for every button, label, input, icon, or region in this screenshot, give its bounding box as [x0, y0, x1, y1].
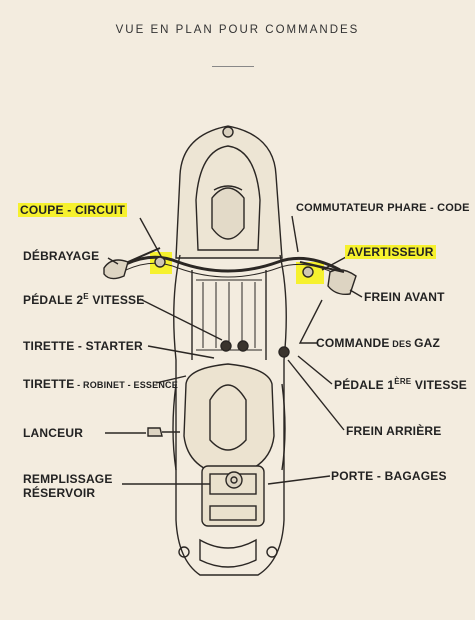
- page-title: VUE EN PLAN POUR COMMANDES: [115, 24, 360, 36]
- label-remplissage: REMPLISSAGE: [23, 472, 113, 486]
- left-grip: [103, 259, 129, 280]
- label-lanceur: LANCEUR: [23, 426, 84, 440]
- title-rule: [212, 66, 254, 67]
- floorboard: [196, 279, 262, 351]
- pedale2-text-b: VITESSE: [88, 293, 145, 307]
- label-commande-des-gaz: COMMANDE DES GAZ: [316, 336, 440, 350]
- tirette-robinet-b: - ROBINET - ESSENCE: [74, 380, 178, 390]
- avertisseur-text: AVERTISSEUR: [345, 245, 436, 259]
- fuel-cap: [225, 471, 243, 489]
- label-pedale-1ere-vitesse: PÉDALE 1ÈRE VITESSE: [334, 377, 467, 392]
- pedale2-text-a: PÉDALE 2: [23, 293, 84, 307]
- rear-brake-pedal: [278, 346, 290, 358]
- commande-a: COMMANDE: [316, 336, 390, 350]
- brake-lever: [299, 261, 345, 273]
- kick-starter: [147, 427, 163, 437]
- label-tirette-robinet-essence: TIRETTE - ROBINET - ESSENCE: [23, 377, 178, 391]
- coupe-circuit-text: COUPE - CIRCUIT: [18, 203, 127, 217]
- seat-tank: [183, 363, 275, 477]
- label-coupe-circuit: COUPE - CIRCUIT: [18, 203, 127, 217]
- label-frein-avant: FREIN AVANT: [364, 290, 445, 304]
- label-debrayage: DÉBRAYAGE: [23, 249, 100, 263]
- first-gear-pedal: [237, 340, 249, 352]
- pedale1-text-b: VITESSE: [411, 378, 467, 392]
- commande-c: GAZ: [414, 336, 441, 350]
- label-avertisseur: AVERTISSEUR: [345, 245, 436, 259]
- clutch-lever: [127, 247, 161, 263]
- label-porte-bagages: PORTE - BAGAGES: [331, 469, 447, 483]
- rear-tail: [199, 538, 257, 568]
- headlight: [211, 187, 245, 240]
- tirette-robinet-a: TIRETTE: [23, 377, 75, 391]
- handlebar: [117, 255, 341, 273]
- label-reservoir: RÉSERVOIR: [23, 486, 96, 500]
- body-frame: [173, 254, 287, 576]
- second-gear-pedal: [220, 340, 232, 352]
- luggage-rack: [201, 465, 265, 527]
- pedale1-text-a: PÉDALE 1: [334, 378, 395, 392]
- label-pedale-2e-vitesse: PÉDALE 2E VITESSE: [23, 292, 144, 307]
- label-tirette-starter: TIRETTE - STARTER: [23, 339, 143, 353]
- leader-lines: [105, 215, 363, 485]
- label-commutateur-phare-code: COMMUTATEUR PHARE - CODE: [296, 202, 470, 214]
- label-frein-arriere: FREIN ARRIÈRE: [346, 424, 442, 438]
- pedale1-sup: ÈRE: [394, 377, 412, 386]
- commande-b: DES: [389, 339, 415, 349]
- pedale2-sup: E: [83, 292, 89, 301]
